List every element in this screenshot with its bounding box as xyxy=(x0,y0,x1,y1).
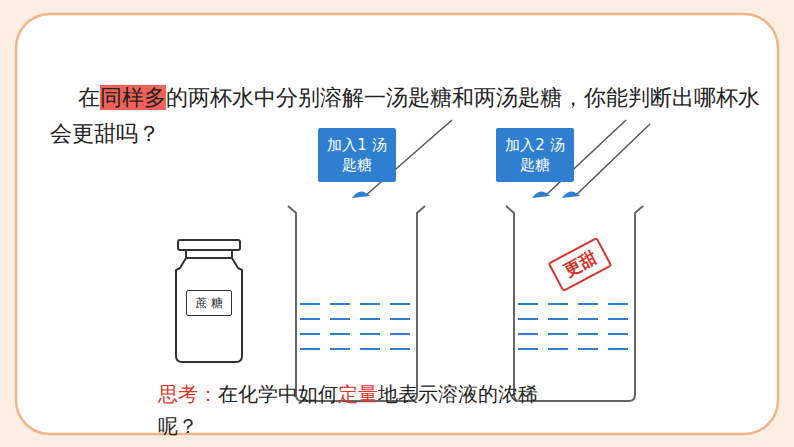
node-text: 加入1 汤匙糖 xyxy=(322,135,392,176)
highlight-text: 同样多 xyxy=(100,85,166,110)
sugar-jar xyxy=(176,240,242,362)
jar-label: 蔗 糖 xyxy=(186,290,232,316)
beaker xyxy=(288,206,643,401)
label-text: 在化学中如何 xyxy=(218,382,338,406)
label-text: 定量 xyxy=(338,382,378,406)
water-level xyxy=(300,304,631,349)
slide-panel xyxy=(16,14,778,434)
spoon xyxy=(352,120,650,198)
node-text: 加入2 汤匙糖 xyxy=(500,135,570,176)
instruction-box: 加入1 汤匙糖 xyxy=(318,128,396,182)
label-text: 在 xyxy=(78,85,100,110)
think-text: 思考：在化学中如何定量地表示溶液的浓稀呢？ xyxy=(158,378,572,442)
question-text: 在同样多的两杯水中分别溶解一汤匙糖和两汤匙糖，你能判断出哪杯水会更甜吗？ xyxy=(50,80,762,152)
node-text: 蔗 糖 xyxy=(195,295,223,311)
label-text: 思考： xyxy=(158,382,218,406)
instruction-box: 加入2 汤匙糖 xyxy=(496,128,574,182)
